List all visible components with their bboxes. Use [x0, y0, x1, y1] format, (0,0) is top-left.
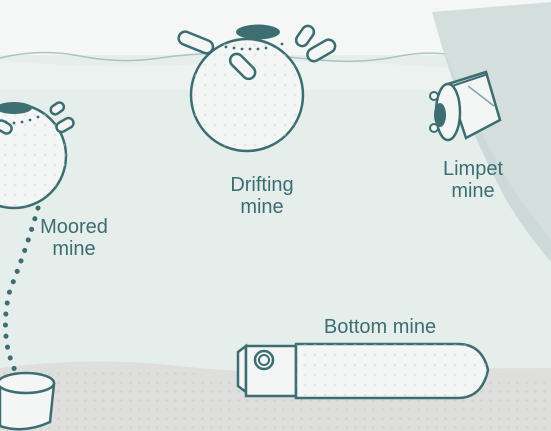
mooring-chain — [2, 205, 41, 379]
label-drifting-mine: Drifting mine — [200, 174, 324, 218]
label-limpet-mine: Limpet mine — [428, 158, 518, 202]
label-drifting-line1: Drifting — [230, 174, 294, 196]
mine-anchor-icon — [0, 371, 56, 431]
bottom-mine-icon — [236, 342, 490, 400]
drifting-mine-icon — [177, 24, 337, 153]
label-moored-mine: Moored mine — [28, 216, 120, 260]
label-limpet-line2: mine — [451, 180, 495, 202]
label-limpet-line1: Limpet — [442, 158, 504, 180]
label-moored-line1: Moored — [40, 216, 108, 238]
ship-hull-icon — [432, 2, 551, 262]
label-moored-line2: mine — [52, 238, 96, 260]
limpet-mine-icon — [429, 70, 502, 142]
label-drifting-line2: mine — [240, 196, 284, 218]
label-bottom-line1: Bottom mine — [323, 316, 437, 338]
moored-mine-icon — [0, 101, 75, 210]
ship-hull-shade — [440, 40, 551, 262]
label-bottom-mine: Bottom mine — [300, 316, 460, 338]
